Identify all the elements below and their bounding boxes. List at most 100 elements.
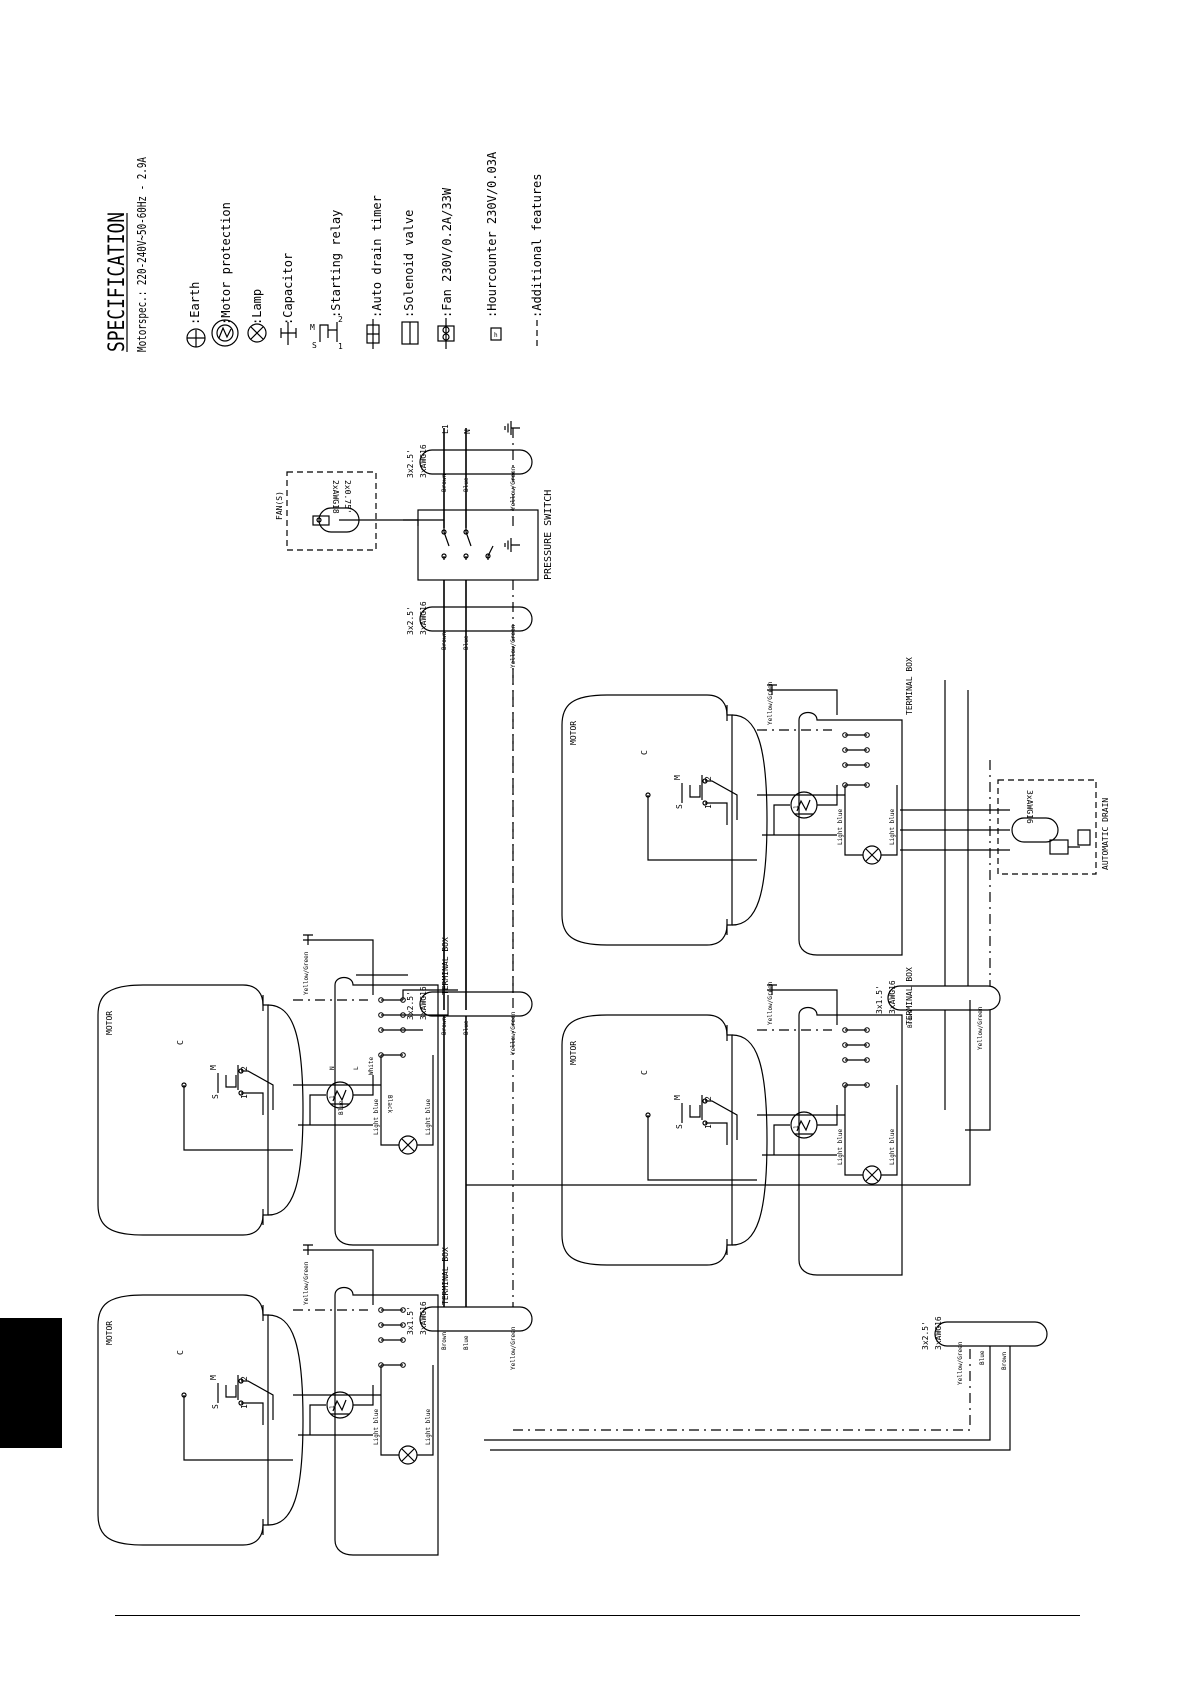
pressure-switch xyxy=(417,509,539,581)
svg-text:S: S xyxy=(211,1094,220,1099)
svg-text:1: 1 xyxy=(240,1094,249,1099)
wire-label-brown: Brown xyxy=(441,474,448,492)
auto-drain-timer-icon xyxy=(366,319,380,349)
lamp-icon xyxy=(247,323,267,343)
svg-text:Blue: Blue xyxy=(463,1335,470,1350)
svg-text:Yellow/Green: Yellow/Green xyxy=(303,951,310,995)
fan-box xyxy=(286,471,444,551)
automatic-drain: AUTOMATIC DRAIN 3xAWG16 xyxy=(997,779,1110,875)
supply-cable-oval xyxy=(419,449,533,475)
automatic-drain-label: AUTOMATIC DRAIN xyxy=(1101,798,1110,870)
svg-text:1: 1 xyxy=(240,1404,249,1409)
svg-text:Light blue: Light blue xyxy=(373,1408,380,1445)
supply-cable-size: 3x2.5' xyxy=(406,449,415,478)
svg-text:Yellow/Green: Yellow/Green xyxy=(957,1341,964,1385)
svg-text:Brown: Brown xyxy=(907,1010,914,1028)
legend-label-motor-protection: :Motor protection xyxy=(219,202,233,325)
legend-label-solenoid-valve: :Solenoid valve xyxy=(402,210,416,318)
supply-cable-awg: 3xAWG16 xyxy=(419,444,428,478)
terminal-box-2-label: TERMINAL BOX xyxy=(441,1247,450,1305)
svg-text:M: M xyxy=(673,775,682,780)
svg-text:3x2.5': 3x2.5' xyxy=(406,991,415,1020)
motor-2-c: C xyxy=(176,1350,185,1355)
earth-icon xyxy=(186,328,206,348)
svg-text:M: M xyxy=(209,1375,218,1380)
wire-label-yellow-green: Yellow/Green xyxy=(510,466,517,510)
motor-unit-4: MOTOR C S M 1 2 TERMINAL BOX Yellow/Gree… xyxy=(561,967,914,1276)
svg-text:Yellow/Green: Yellow/Green xyxy=(510,1326,517,1370)
motor-protection-icon xyxy=(211,319,239,347)
legend-label-lamp: :Lamp xyxy=(250,289,264,325)
motor-3-c: C xyxy=(640,750,649,755)
svg-text:2: 2 xyxy=(338,315,343,324)
svg-text:Black: Black xyxy=(386,1095,393,1113)
svg-text:Light blue: Light blue xyxy=(837,1128,844,1165)
svg-text:S: S xyxy=(312,341,317,350)
motor-4-c: C xyxy=(640,1070,649,1075)
legend-label-earth: :Earth xyxy=(188,282,202,325)
motor-spec: Motorspec.: 220-240V~50-60Hz - 2.9A xyxy=(135,156,149,352)
page-tab-marker xyxy=(0,1318,62,1448)
svg-text:White: White xyxy=(368,1057,375,1075)
legend-label-starting-relay: :Starting relay xyxy=(329,210,343,318)
motor-4-label: MOTOR xyxy=(569,1041,578,1065)
solenoid-valve-icon xyxy=(401,321,419,345)
capacitor-icon xyxy=(280,322,297,345)
svg-text:S: S xyxy=(675,1124,684,1129)
svg-text:Light blue: Light blue xyxy=(373,1098,380,1135)
svg-text:M: M xyxy=(209,1065,218,1070)
fan-cable-awg: 2xAWG18 xyxy=(331,480,340,514)
svg-text:3x1.5': 3x1.5' xyxy=(875,985,884,1014)
legend-label-fan: :Fan 230V/0.2A/33W xyxy=(440,187,454,318)
svg-text:Yellow/Green: Yellow/Green xyxy=(767,681,774,725)
specification-legend: SPECIFICATION Motorspec.: 220-240V~50-60… xyxy=(105,151,544,352)
svg-text:M: M xyxy=(310,323,315,332)
legend-label-hourcounter: :Hourcounter 230V/0.03A xyxy=(485,151,499,318)
svg-text:Brown: Brown xyxy=(441,1332,448,1350)
footer-rule xyxy=(115,1615,1080,1616)
fan-cable-size: 2x0.75' xyxy=(343,480,352,514)
svg-text:Light blue: Light blue xyxy=(425,1098,432,1135)
main-wiring xyxy=(443,631,1011,1451)
fan-label: FAN(S) xyxy=(275,491,284,520)
terminal-row-1 xyxy=(378,997,406,1058)
motor-unit-3: MOTOR C S M 1 2 TERMINAL BOX Yellow/Gree… xyxy=(561,657,914,956)
svg-text:Yellow/Green: Yellow/Green xyxy=(767,981,774,1025)
legend-label-auto-drain-timer: :Auto drain timer xyxy=(370,195,384,318)
svg-text:S: S xyxy=(211,1404,220,1409)
svg-text:3xAWG16: 3xAWG16 xyxy=(419,986,428,1020)
motor-unit-1: MOTOR C S M 1 2 TERMINAL BOX Yellow/Gree… xyxy=(97,934,458,1246)
motor-unit-2: MOTOR C S M 1 2 TERMINAL BOX Yellow/Gree… xyxy=(97,1244,450,1556)
legend-label-capacitor: :Capacitor xyxy=(281,253,295,325)
svg-text:Yellow/Green: Yellow/Green xyxy=(303,1261,310,1305)
svg-text:3x1.5': 3x1.5' xyxy=(406,1306,415,1335)
automatic-drain-cable: 3xAWG16 xyxy=(1025,790,1034,824)
pressure-switch-label: PRESSURE SWITCH xyxy=(543,490,554,580)
label-l1: L1 xyxy=(441,424,450,434)
legend-label-additional-features: :Additional features xyxy=(530,174,544,319)
starting-relay-icon: S M 1 2 xyxy=(310,315,343,351)
svg-text:2: 2 xyxy=(240,1376,249,1381)
cable2-awg: 3xAWG16 xyxy=(419,601,428,635)
svg-text:3xAWG16: 3xAWG16 xyxy=(934,1316,943,1350)
svg-text:L: L xyxy=(353,1066,360,1070)
svg-text:Light blue: Light blue xyxy=(837,808,844,845)
motor-1-label: MOTOR xyxy=(105,1011,114,1035)
svg-text:1: 1 xyxy=(704,804,713,809)
spec-title: SPECIFICATION xyxy=(105,212,130,352)
svg-text:Yellow/Green: Yellow/Green xyxy=(510,1011,517,1055)
svg-text:Blue: Blue xyxy=(338,1100,345,1115)
hourcounter-icon: h xyxy=(490,327,502,341)
svg-text:Light blue: Light blue xyxy=(889,1128,896,1165)
svg-text:Yellow/Green: Yellow/Green xyxy=(977,1006,984,1050)
wire-label-blue: Blue xyxy=(463,477,470,492)
svg-text:M: M xyxy=(673,1095,682,1100)
supply-section: L1 N 3x2.5' 3xAWG16 Brown Blue Yellow/Gr… xyxy=(275,420,554,1010)
motor-1-c: C xyxy=(176,1040,185,1045)
svg-text:2: 2 xyxy=(704,776,713,781)
svg-text:h: h xyxy=(494,332,498,339)
svg-text:2: 2 xyxy=(240,1066,249,1071)
cable2-size: 3x2.5' xyxy=(406,606,415,635)
